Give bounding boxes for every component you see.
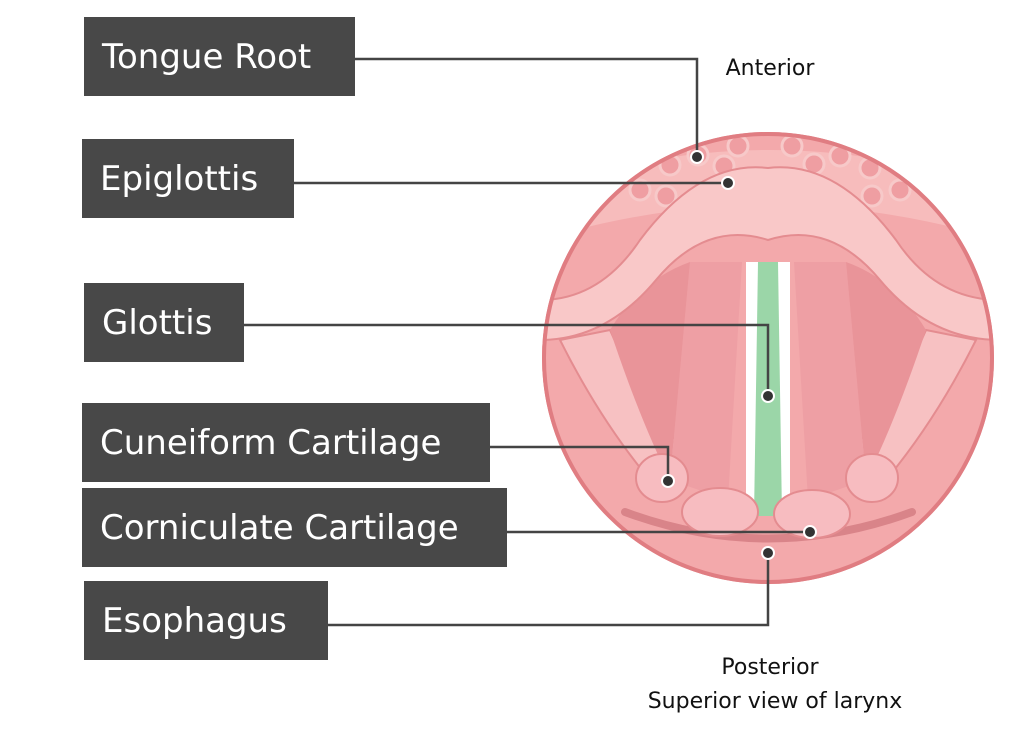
esophagus-dot	[761, 546, 775, 560]
cuneiform-leader	[490, 445, 670, 481]
orientation-anterior: Anterior	[725, 56, 815, 81]
tongue-root-leader	[355, 57, 699, 157]
label-tongue-root: Tongue Root	[84, 17, 355, 96]
label-glottis: Glottis	[84, 283, 244, 362]
label-cuneiform-cartilage: Cuneiform Cartilage	[82, 403, 490, 482]
diagram-caption: Superior view of larynx	[647, 689, 903, 714]
orientation-posterior: Posterior	[721, 655, 819, 680]
larynx-circle	[542, 132, 994, 584]
corniculate-dot	[803, 525, 817, 539]
glottis-dot	[761, 389, 775, 403]
esophagus-leader	[328, 553, 770, 627]
leader-dots	[661, 150, 817, 560]
epiglottis-dot	[721, 176, 735, 190]
label-epiglottis: Epiglottis	[82, 139, 294, 218]
label-esophagus: Esophagus	[84, 581, 328, 660]
glottis-leader	[244, 323, 770, 396]
epiglottis-shape	[544, 166, 992, 342]
corniculate-cartilages	[681, 487, 851, 539]
label-corniculate-cartilage: Corniculate Cartilage	[82, 488, 507, 567]
cuneiform-dot	[661, 474, 675, 488]
leader-lines	[244, 57, 810, 627]
tongue-root-dot	[690, 150, 704, 164]
